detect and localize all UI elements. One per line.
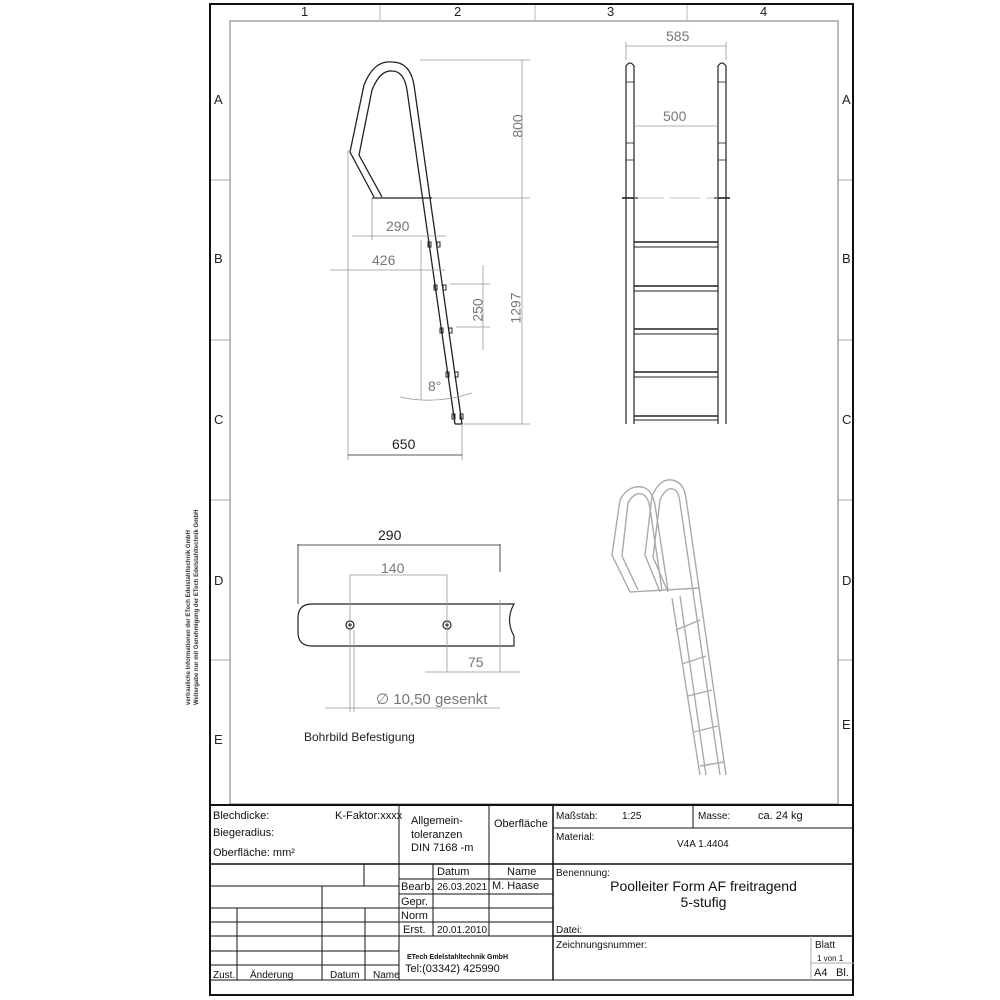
row-label-a-right: A xyxy=(842,92,851,107)
row-bearb-name: M. Haase xyxy=(492,880,540,892)
side-view-drawing xyxy=(349,61,464,425)
blatt-label: Blatt xyxy=(815,940,836,951)
row-erst-datum: 20.01.2010 xyxy=(437,925,488,936)
confidentiality-note: vertrauliche Informationen der ETech Ede… xyxy=(186,509,200,705)
masse-label: Masse: xyxy=(698,811,731,822)
rev-header-aenderung: Änderung xyxy=(250,970,294,981)
drawing-title-line1: Poolleiter Form AF freitragend xyxy=(610,878,797,894)
material-value: V4A 1.4404 xyxy=(677,839,729,850)
row-label-b-right: B xyxy=(842,251,851,266)
dim-75: 75 xyxy=(468,654,484,670)
bl-label: Bl. xyxy=(836,967,849,979)
rev-header-zust: Zust. xyxy=(213,970,236,981)
dim-426: 426 xyxy=(372,252,396,268)
isometric-drawing xyxy=(611,479,727,776)
bracket-caption: Bohrbild Befestigung xyxy=(304,730,415,744)
tolerances-line2: toleranzen xyxy=(411,829,463,841)
column-label-1: 1 xyxy=(301,4,309,19)
dim-500: 500 xyxy=(663,108,687,124)
row-label-d-right: D xyxy=(842,573,852,588)
row-label-d-left: D xyxy=(214,573,224,588)
bracket-drawing xyxy=(297,603,516,647)
masse-value: ca. 24 kg xyxy=(758,810,803,822)
drawing-title-line2: 5-stufig xyxy=(680,894,727,910)
row-label-a-left: A xyxy=(214,92,223,107)
format-label: A4 xyxy=(814,967,828,979)
company-phone: Tel:(03342) 425990 xyxy=(405,963,500,975)
row-label-b-left: B xyxy=(214,251,223,266)
tolerances-line3: DIN 7168 -m xyxy=(411,842,474,854)
rev-header-datum: Datum xyxy=(330,970,360,981)
column-label-3: 3 xyxy=(607,4,615,19)
row-label-e-left: E xyxy=(214,732,223,747)
dim-650: 650 xyxy=(392,436,416,452)
row-erst-label: Erst. xyxy=(403,924,426,936)
dim-1297: 1297 xyxy=(507,292,524,324)
bracket-dimensions xyxy=(297,544,520,712)
front-view-dimensions xyxy=(625,42,727,127)
zeichnungsnummer-label: Zeichnungsnummer: xyxy=(556,940,648,951)
dim-800: 800 xyxy=(509,114,526,138)
row-bearb-label: Bearb. xyxy=(401,881,434,893)
datei-label: Datei: xyxy=(556,925,583,936)
row-label-c-left: C xyxy=(214,412,224,427)
col-datum: Datum xyxy=(437,866,470,878)
oberflaeche-label: Oberfläche xyxy=(494,818,548,830)
row-label-e-right: E xyxy=(842,717,851,732)
blatt-value: 1 von 1 xyxy=(817,954,844,963)
front-view-drawing xyxy=(622,62,730,424)
k-faktor-label: K-Faktor:xxxx xyxy=(335,810,403,822)
dim-250: 250 xyxy=(469,298,486,322)
dim-angle-8: 8° xyxy=(428,378,442,394)
hole-spec: ∅ 10,50 gesenkt xyxy=(376,691,488,708)
massstab-value: 1:25 xyxy=(622,811,642,822)
column-label-4: 4 xyxy=(760,4,768,19)
drawing-sheet xyxy=(209,3,854,996)
biegeradius-label: Biegeradius: xyxy=(213,827,275,839)
col-name: Name xyxy=(507,866,537,878)
row-gepr-label: Gepr. xyxy=(401,896,428,908)
dim-140: 140 xyxy=(381,560,405,576)
rev-header-name: Name xyxy=(373,970,400,981)
row-norm-label: Norm xyxy=(401,910,428,922)
benennung-label: Benennung: xyxy=(556,868,610,879)
dim-290-side: 290 xyxy=(386,218,410,234)
row-bearb-datum: 26.03.2021 xyxy=(437,882,488,893)
side-view-dimensions xyxy=(330,59,530,460)
row-label-c-right: C xyxy=(842,412,852,427)
company-name: ETech Edelstahltechnik GmbH xyxy=(407,954,509,961)
material-label: Material: xyxy=(556,832,595,843)
column-label-2: 2 xyxy=(454,4,462,19)
massstab-label: Maßstab: xyxy=(556,811,598,822)
dim-585: 585 xyxy=(666,28,690,44)
tolerances-line1: Allgemein- xyxy=(411,815,463,827)
oberflaeche-mm-label: Oberfläche: mm² xyxy=(213,847,295,859)
dim-290-bracket: 290 xyxy=(378,527,402,543)
blechdicke-label: Blechdicke: xyxy=(213,810,270,822)
title-block-grid xyxy=(209,804,854,981)
